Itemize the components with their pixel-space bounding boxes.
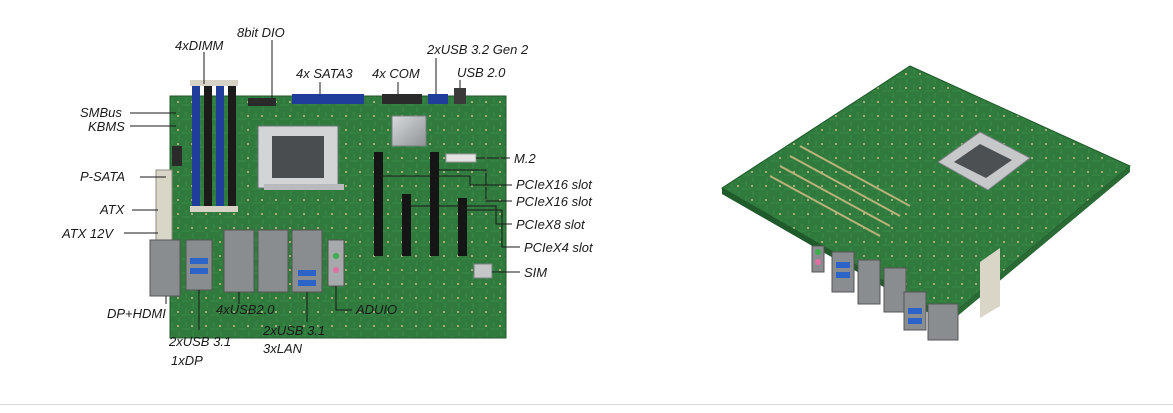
- label-smbus: SMBus: [80, 105, 122, 120]
- label-sim: SIM: [524, 265, 547, 280]
- cpu-socket: [257, 125, 344, 190]
- board-top-view: [149, 80, 507, 339]
- label-sata3: 4x SATA3: [296, 66, 353, 81]
- label-usb32: 2xUSB 3.2 Gen 2: [426, 42, 529, 57]
- label-usb31-lan-b: 3xLAN: [263, 341, 303, 356]
- label-com: 4x COM: [372, 66, 420, 81]
- label-pcie16b: PCIeX16 slot: [516, 194, 593, 209]
- label-pcie4: PCIeX4 slot: [524, 240, 594, 255]
- label-dphdmi: DP+HDMI: [107, 306, 166, 321]
- board-underside-view: [721, 65, 1131, 341]
- label-audio: ADUIO: [355, 302, 397, 317]
- label-pcie16a: PCIeX16 slot: [516, 177, 593, 192]
- label-pcie8: PCIeX8 slot: [516, 217, 586, 232]
- label-usb31-dp-a: 2xUSB 3.1: [168, 334, 231, 349]
- label-usb20-top: USB 2.0: [457, 65, 506, 80]
- label-usb31-dp-b: 1xDP: [171, 353, 203, 368]
- usb20-header: [454, 88, 466, 104]
- cpu-backplate-window: [954, 144, 1012, 178]
- sim-slot: [473, 263, 493, 279]
- label-dio: 8bit DIO: [237, 25, 285, 40]
- pcie-slots: [374, 152, 467, 256]
- label-dimm: 4xDIMM: [175, 38, 224, 53]
- pcb-underside: [721, 65, 1131, 319]
- slot-footprints: [769, 145, 911, 237]
- psata-connector: [172, 146, 182, 166]
- leader-lines: [124, 40, 520, 330]
- component-labels: 4xDIMM 8bit DIO 4x SATA3 4x COM 2xUSB 3.…: [61, 25, 594, 368]
- label-atx: ATX: [99, 202, 126, 217]
- chipset-heatsink: [391, 115, 427, 147]
- m2-slot: [445, 153, 477, 163]
- atx-edge-connector: [980, 248, 1000, 318]
- label-atx12: ATX 12V: [61, 226, 114, 241]
- label-usb20-4: 4xUSB2.0: [216, 302, 275, 317]
- sata3-connectors: [292, 94, 364, 104]
- io-ports: [149, 229, 345, 297]
- usb32-header: [428, 94, 448, 104]
- dimm-slots: [190, 80, 238, 212]
- label-usb31-lan-a: 2xUSB 3.1: [262, 323, 325, 338]
- rear-io-ports: [811, 245, 959, 341]
- label-psata: P-SATA: [80, 169, 125, 184]
- atx-connector: [155, 169, 173, 241]
- label-kbms: KBMS: [88, 119, 125, 134]
- com-headers: [382, 94, 422, 104]
- dio-header: [248, 98, 276, 106]
- label-m2: M.2: [514, 151, 536, 166]
- bottom-divider: [0, 404, 1173, 405]
